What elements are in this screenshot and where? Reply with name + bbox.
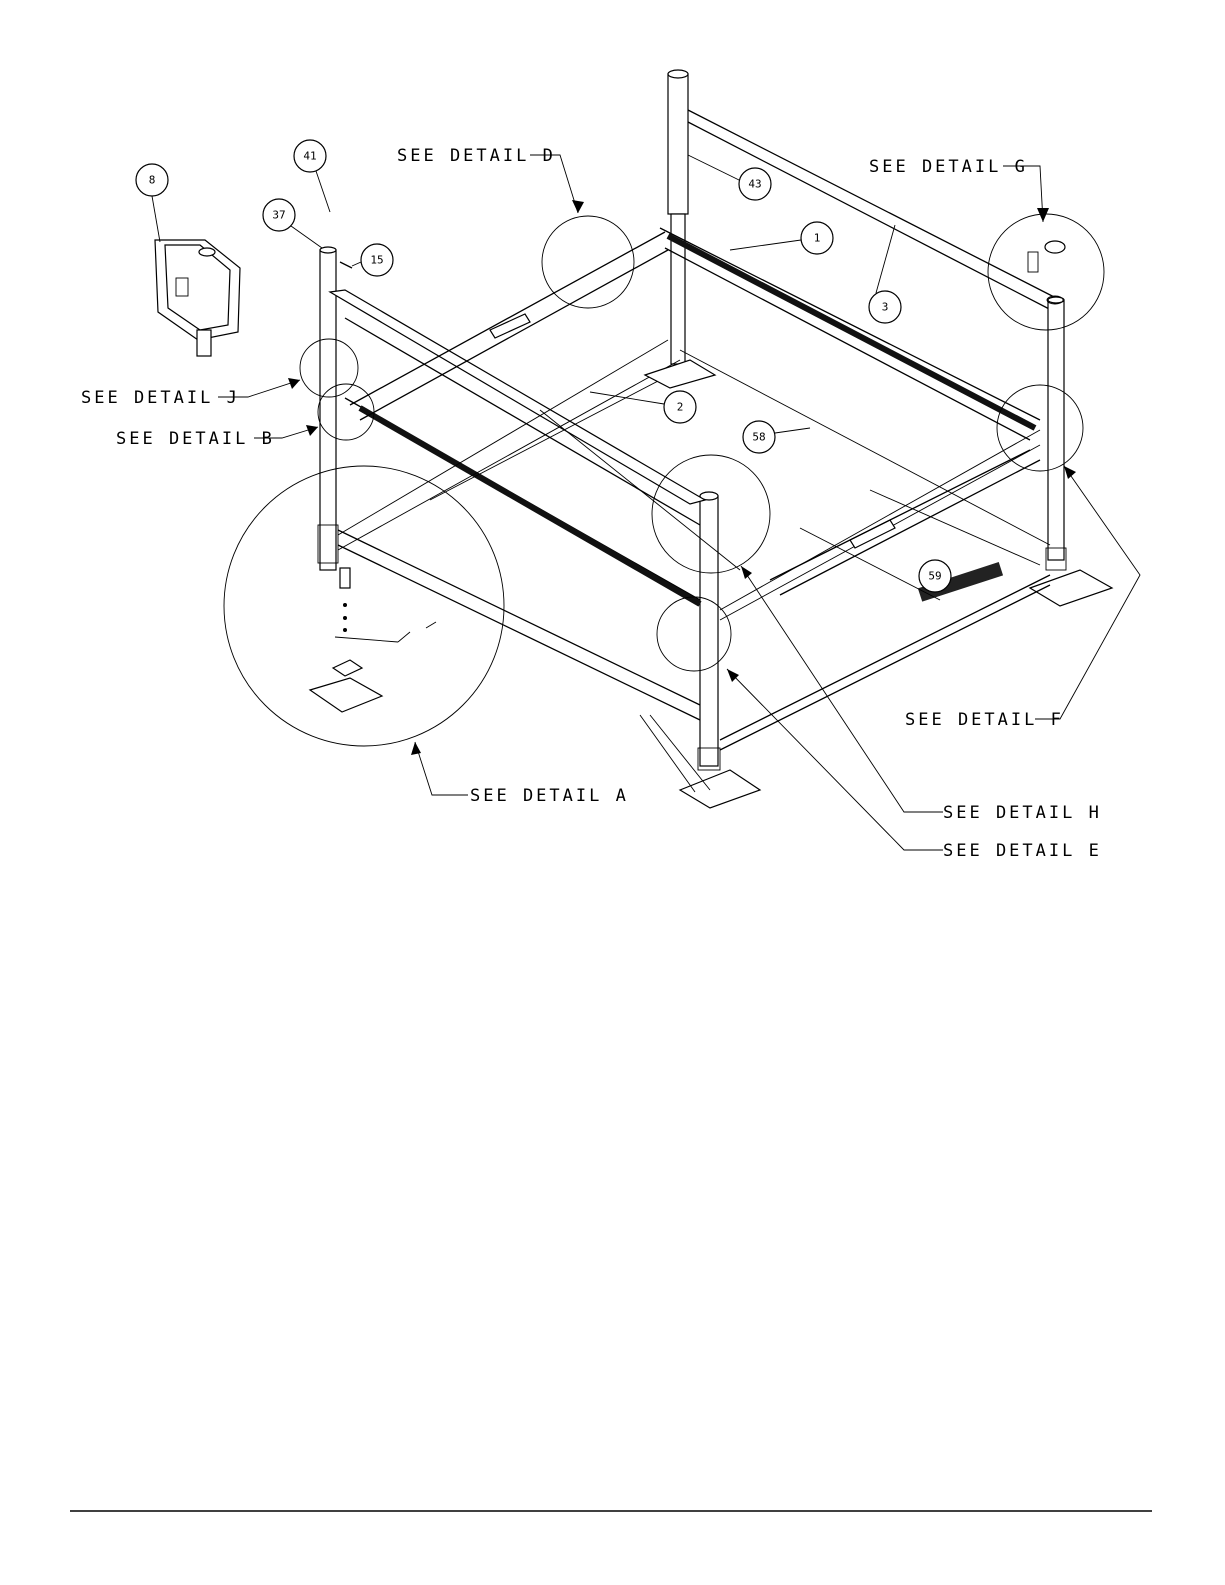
balloon-1: 1 — [730, 222, 833, 254]
balloon-8-label: 8 — [149, 174, 156, 187]
detail-g-parts — [1028, 241, 1065, 304]
balloon-43: 43 — [688, 155, 771, 200]
callout-detail-f: SEE DETAIL F — [905, 710, 1064, 730]
balloon-15-label: 15 — [370, 254, 383, 267]
balloon-37: 37 — [263, 199, 322, 248]
balloon-43-label: 43 — [748, 178, 761, 191]
balloon-59: 59 — [919, 560, 951, 592]
pin-part-icon — [340, 262, 352, 268]
item-balloons: 8 41 37 15 43 1 3 — [136, 140, 951, 592]
balloon-59-label: 59 — [928, 570, 941, 583]
motor-unit-icon — [155, 240, 240, 356]
callout-detail-g: SEE DETAIL G — [869, 157, 1028, 177]
balloon-2-label: 2 — [677, 401, 684, 414]
balloon-3: 3 — [869, 225, 901, 323]
detail-circle-e — [657, 597, 731, 671]
balloon-41: 41 — [294, 140, 330, 212]
balloon-58: 58 — [743, 421, 810, 453]
balloon-15: 15 — [352, 244, 393, 276]
balloon-1-label: 1 — [814, 232, 821, 245]
balloon-2: 2 — [590, 391, 696, 423]
callout-detail-d: SEE DETAIL D — [397, 146, 556, 166]
callout-detail-j: SEE DETAIL J — [81, 388, 240, 408]
callout-detail-a: SEE DETAIL A — [470, 786, 629, 806]
balloon-8: 8 — [136, 164, 168, 242]
balloon-3-label: 3 — [882, 301, 889, 314]
detail-a-parts — [310, 568, 436, 712]
lift-frame — [318, 70, 1112, 808]
callout-detail-b: SEE DETAIL B — [116, 429, 275, 449]
detail-circle-f — [997, 385, 1083, 471]
balloon-58-label: 58 — [752, 431, 765, 444]
balloon-41-label: 41 — [303, 150, 316, 163]
balloon-37-label: 37 — [272, 209, 285, 222]
detail-circle-a — [224, 466, 504, 746]
callout-detail-e: SEE DETAIL E — [943, 841, 1102, 861]
callout-detail-h: SEE DETAIL H — [943, 803, 1102, 823]
